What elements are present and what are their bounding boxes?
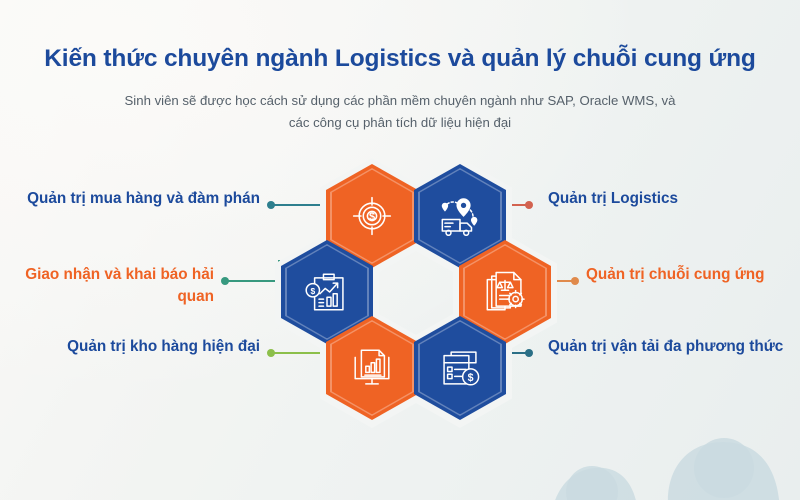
connector-dot — [525, 349, 533, 357]
svg-text:$: $ — [468, 372, 474, 384]
hexagon-warehouse[interactable] — [326, 316, 418, 420]
label-multimodal-transport: Quản trị vận tải đa phương thức — [548, 336, 792, 358]
label-purchasing: Quản trị mua hàng và đàm phán — [8, 188, 260, 210]
label-customs: Giao nhận và khai báo hải quan — [8, 264, 214, 307]
connector-line — [268, 352, 326, 354]
hexagon-logistics[interactable] — [414, 164, 506, 268]
connector-dot — [571, 277, 579, 285]
page-title: Kiến thức chuyên ngành Logistics và quản… — [44, 45, 756, 72]
connector-warehouse — [267, 349, 326, 357]
connector-line — [268, 204, 326, 206]
label-supply-chain: Quản trị chuỗi cung ứng — [586, 264, 792, 286]
svg-text:$: $ — [311, 286, 316, 296]
delivery-truck-map-pin-icon — [441, 198, 478, 237]
label-text: Quản trị mua hàng và đàm phán — [27, 190, 260, 207]
connector-dot — [267, 349, 275, 357]
label-text: Quản trị Logistics — [548, 190, 679, 207]
page-subtitle: Sinh viên sẽ được học cách sử dụng các p… — [124, 93, 676, 130]
hexagon-diagram: $ — [0, 158, 800, 428]
label-warehouse: Quản trị kho hàng hiện đại — [8, 336, 260, 358]
monitor-report-chart-icon — [354, 349, 390, 385]
hexagon-inner-ring — [285, 244, 369, 340]
contract-gear-icon — [486, 271, 525, 311]
label-text: Giao nhận và khai báo hải quan — [25, 266, 214, 305]
connector-purchasing — [267, 201, 326, 209]
connector-dot — [267, 201, 275, 209]
label-text: Quản trị vận tải đa phương thức — [548, 338, 784, 355]
target-dollar-icon: $ — [352, 196, 392, 236]
connector-dot — [525, 201, 533, 209]
hexagon-inner-ring — [418, 168, 502, 264]
connector-dot — [221, 277, 229, 285]
header: Kiến thức chuyên ngành Logistics và quản… — [0, 0, 800, 133]
label-text: Quản trị kho hàng hiện đại — [67, 338, 260, 355]
label-text: Quản trị chuỗi cung ứng — [586, 266, 765, 283]
label-logistics: Quản trị Logistics — [548, 188, 792, 210]
clipboard-analytics-dollar-icon: $ — [305, 273, 344, 311]
svg-text:$: $ — [369, 211, 375, 223]
invoice-checklist-dollar-icon: $ — [443, 351, 480, 386]
connector-line — [222, 280, 280, 282]
hexagon-inner-ring — [330, 168, 414, 264]
hexagon-multimodal-transport[interactable]: $ — [414, 316, 506, 420]
connector-customs — [221, 277, 280, 285]
